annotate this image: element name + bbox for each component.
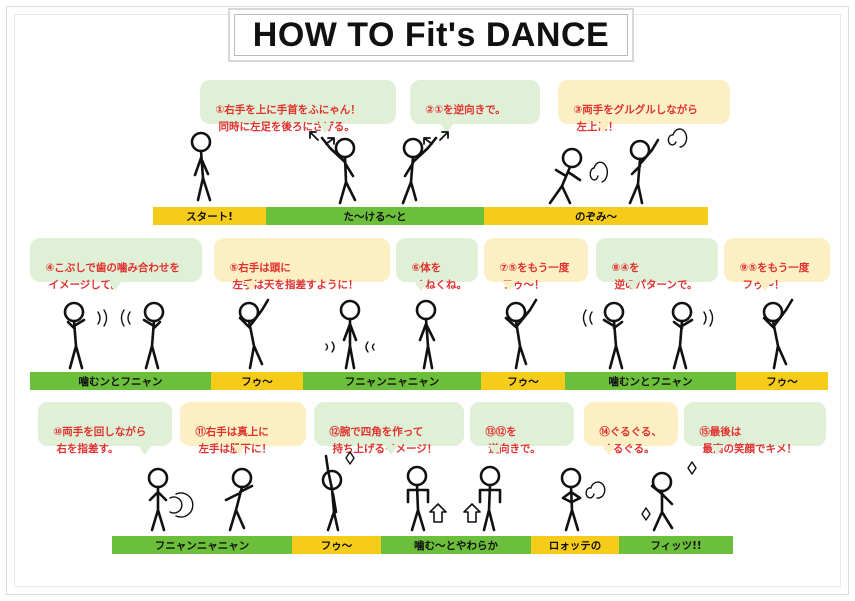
step-bubble-4: ④こぶしで歯の噛み合わせを イメージして。 (30, 238, 202, 291)
stick-figure (650, 471, 674, 532)
count-segment: フゥ～ (292, 536, 381, 554)
sparkle-icon (345, 451, 355, 465)
sparkle-icon (641, 461, 697, 521)
step-bubble-11: ⑪右手は真上に 左手は股下に！ (180, 402, 306, 455)
motion-arrows (423, 131, 449, 145)
stick-figure (238, 298, 270, 370)
step-bubble-8: ⑧④を 逆のパターンで。 (596, 238, 718, 291)
motion-arrows (309, 131, 335, 145)
stick-figure (63, 301, 86, 370)
count-segment: フニャンニャニャン (303, 372, 481, 390)
count-segment: 噛むンとフニャン (565, 372, 736, 390)
stick-figure (504, 298, 538, 370)
stick-figure (147, 467, 169, 532)
count-segment: フィッツ!! (619, 536, 733, 554)
timeline-bar-1: スタート! た～ける～と のぞみ～ (153, 207, 708, 225)
stick-figure (478, 465, 502, 532)
step-bubble-12: ⑫腕で四角を作って 持ち上げるイメージ！ (314, 402, 464, 455)
step-bubble-10: ⑩両手を回しながら 右を指差す。 (38, 402, 172, 455)
step-bubble-15: ⑮最後は 最高の笑顔でキメ！ (684, 402, 826, 455)
step-text-4: ④こぶしで歯の噛み合わせを イメージして。 (45, 262, 180, 291)
stick-figure (762, 298, 794, 370)
timeline-bar-2: 噛むンとフニャン フゥ～ フニャンニャニャン フゥ～ 噛むンとフニャン フゥ～ (30, 372, 828, 390)
step-text-2: ②①を逆向きで。 (425, 104, 506, 116)
count-segment: フゥ～ (481, 372, 565, 390)
step-bubble-5: ⑤右手は頭に 左手は天を指差すように！ (214, 238, 390, 291)
count-segment: 噛むンとフニャン (30, 372, 211, 390)
stick-figure (628, 138, 660, 205)
step-text-15: ⑮最後は 最高の笑顔でキメ！ (699, 426, 797, 455)
stick-figure (415, 299, 437, 370)
step-bubble-7: ⑦⑤をもう一度 フゥ～！ (484, 238, 588, 291)
stick-figure (560, 467, 582, 532)
up-arrow-icon (429, 503, 447, 523)
stick-figure (406, 465, 430, 532)
step-bubble-14: ⑭ぐるぐる、 ぐるぐる。 (584, 402, 678, 455)
spin-swirl (585, 481, 606, 499)
step-bubble-3: ③両手をグルグルしながら 左上に！ (558, 80, 730, 133)
count-segment: ロォッテの (531, 536, 619, 554)
stick-figure (548, 147, 583, 205)
stick-figure (190, 131, 212, 202)
timeline-bar-3: フニャンニャニャン フゥ～ 噛む～とやわらか ロォッテの フィッツ!! (112, 536, 733, 554)
step-bubble-1: ①右手を上に手首をふにゃん！ 同時に左足を後ろにさげる。 (200, 80, 396, 133)
spin-swirl (169, 492, 194, 518)
stick-figure (602, 301, 625, 370)
stick-figure (401, 136, 438, 205)
shake-lines (325, 341, 375, 353)
outer-frame (6, 6, 849, 595)
count-segment: 噛む～とやわらか (381, 536, 531, 554)
step-text-5: ⑤右手は頭に 左手は天を指差すように！ (229, 262, 359, 291)
step-text-11: ⑪右手は真上に 左手は股下に！ (195, 426, 272, 455)
count-segment: フゥ～ (211, 372, 303, 390)
shake-lines (582, 309, 714, 327)
step-bubble-2: ②①を逆向きで。 (410, 80, 540, 133)
step-text-12: ⑫腕で四角を作って 持ち上げるイメージ！ (329, 426, 438, 455)
page-title: HOW TO Fit's DANCE (252, 15, 610, 54)
stick-figure (224, 467, 254, 532)
title-box: HOW TO Fit's DANCE (228, 8, 634, 62)
step-bubble-6: ⑥体を くねくね。 (396, 238, 478, 291)
stick-figure (671, 301, 694, 370)
count-segment: た～ける～と (266, 207, 484, 225)
step-bubble-13: ⑬⑫を 逆向きで。 (470, 402, 574, 455)
count-segment: フニャンニャニャン (112, 536, 292, 554)
count-segment: のぞみ～ (484, 207, 708, 225)
stick-figure (321, 454, 343, 532)
stick-figure (142, 301, 165, 370)
count-segment: フゥ～ (736, 372, 828, 390)
up-arrow-icon (463, 503, 481, 523)
spin-swirl (589, 128, 688, 183)
stick-figure (320, 136, 357, 205)
step-bubble-9: ⑨⑤をもう一度 フゥ～！ (724, 238, 830, 291)
shake-lines (97, 309, 131, 327)
step-text-10: ⑩両手を回しながら 右を指差す。 (53, 426, 147, 455)
count-segment: スタート! (153, 207, 266, 225)
stick-figure (339, 299, 361, 370)
